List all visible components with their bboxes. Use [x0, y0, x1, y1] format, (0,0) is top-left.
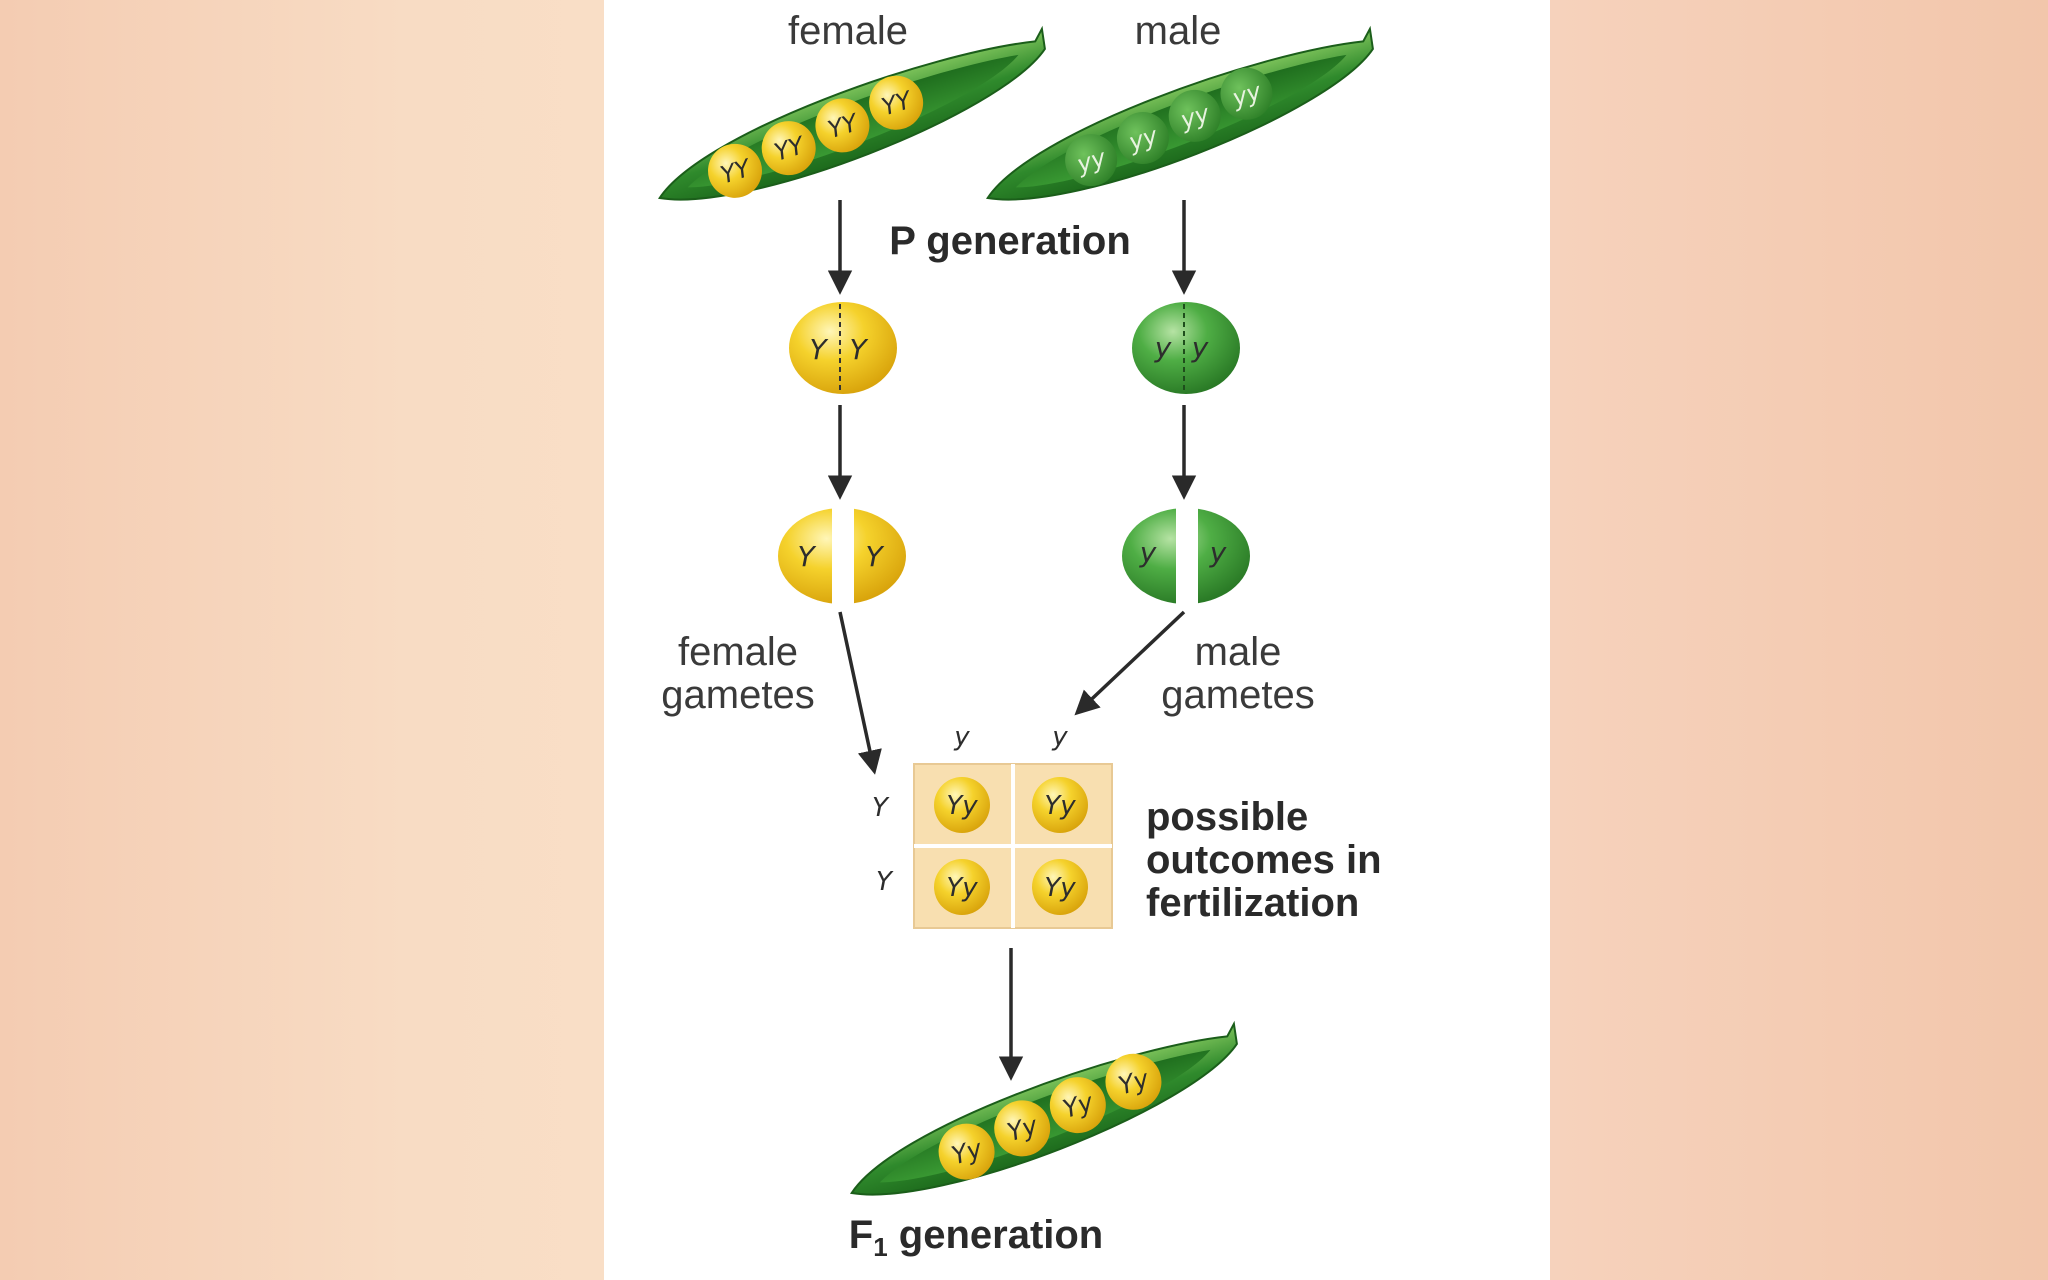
male-gametes-label: male [1195, 630, 1282, 674]
female-pod-pea: YY [761, 121, 816, 176]
male-gametes-label: gametes [1161, 673, 1314, 717]
female-cell-allele: Y [849, 333, 868, 366]
male-gamete-allele: y [1139, 536, 1157, 569]
f1-generation-label: F1 generation [849, 1213, 1104, 1262]
female-pod-pea: YY [869, 75, 924, 130]
svg-text:Yy: Yy [1044, 791, 1076, 821]
male-gamete-allele: y [1209, 536, 1227, 569]
male-pod-pea: yy [1220, 67, 1273, 120]
svg-text:Yy: Yy [946, 791, 978, 821]
f1-pod-pea: Yy [1049, 1077, 1106, 1134]
female-gametes-label: gametes [661, 673, 814, 717]
female-arrow-3 [838, 611, 882, 775]
punnett-col-header: y [1051, 722, 1068, 752]
svg-text:Yy: Yy [1044, 873, 1076, 903]
female-gamete-allele: Y [865, 540, 884, 573]
female-pod: YY YY YY YY [657, 25, 1046, 201]
female-gamete-allele: Y [797, 540, 816, 573]
male-pod-pea: yy [1065, 134, 1118, 187]
punnett-col-header: y [953, 722, 970, 752]
svg-text:Yy: Yy [946, 873, 978, 903]
diagram-panel [604, 0, 1550, 1280]
female-parent-cell: Y Y [789, 302, 897, 394]
female-pod-pea: YY [815, 98, 870, 153]
outcomes-label: fertilization [1146, 881, 1359, 925]
female-cell-allele: Y [809, 333, 828, 366]
punnett-cell: Yy [1032, 859, 1088, 915]
f1-pod-pea: Yy [1105, 1053, 1162, 1110]
female-label: female [788, 9, 908, 53]
f1-pod-pea: Yy [994, 1100, 1051, 1157]
female-gametes: Y Y [778, 505, 906, 609]
male-arrow-3 [1074, 610, 1186, 716]
male-pod: yy yy yy yy [985, 25, 1374, 201]
punnett-row-header: Y [872, 793, 890, 823]
f1-rest: generation [888, 1213, 1104, 1257]
male-cell-allele: y [1154, 331, 1172, 364]
male-gametes: y y [1122, 505, 1250, 609]
female-pod-pea: YY [707, 143, 762, 198]
p-generation-label: P generation [889, 219, 1131, 263]
f1-pod: Yy Yy Yy Yy [849, 1020, 1238, 1196]
f1-main: F [849, 1213, 873, 1257]
punnett-row-header: Y [876, 867, 894, 897]
male-pod-pea: yy [1168, 89, 1221, 142]
punnett-cell: Yy [934, 859, 990, 915]
outcomes-label: possible [1146, 795, 1308, 839]
f1-subscript: 1 [873, 1232, 887, 1262]
f1-pod-pea: Yy [938, 1123, 995, 1180]
punnett-cell: Yy [1032, 777, 1088, 833]
male-parent-cell: y y [1132, 302, 1240, 394]
outcomes-label: outcomes in [1146, 838, 1382, 882]
background-right [1550, 0, 2048, 1280]
female-gametes-label: female [678, 630, 798, 674]
male-label: male [1135, 9, 1222, 53]
punnett-cell: Yy [934, 777, 990, 833]
male-cell-allele: y [1191, 331, 1209, 364]
male-pod-pea: yy [1116, 112, 1169, 165]
punnett-square: Yy Yy Yy Yy [913, 763, 1113, 929]
